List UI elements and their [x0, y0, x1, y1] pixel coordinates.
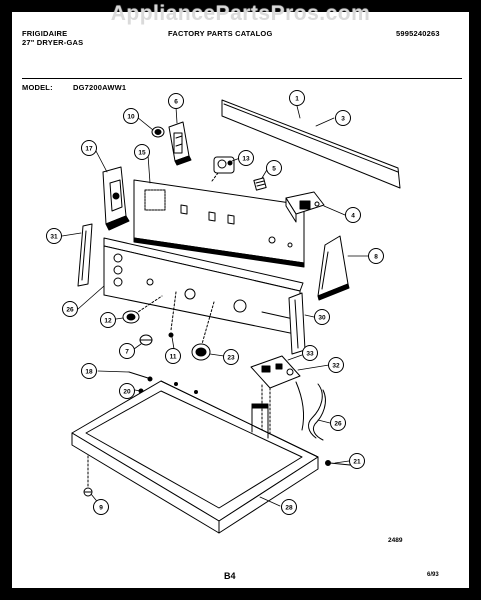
product-line: 27" DRYER-GAS [22, 38, 84, 47]
page-number: B4 [224, 571, 236, 581]
callout-label: 26 [66, 306, 74, 313]
leader-lines [61, 105, 369, 507]
callout-31: 31 [46, 228, 62, 244]
part-knob-23 [191, 343, 211, 361]
catalog-title: FACTORY PARTS CATALOG [168, 29, 273, 38]
part-cap-7 [139, 334, 153, 346]
callout-label: 11 [170, 353, 177, 360]
callout-label: 9 [99, 504, 103, 511]
part-knob-10 [151, 126, 165, 138]
part-switch-5 [253, 177, 267, 191]
part-trim-30 [288, 292, 306, 355]
callout-label: 21 [353, 458, 361, 465]
callout-label: 5 [272, 165, 276, 172]
callout-20: 20 [119, 383, 135, 399]
part-console-26 [103, 237, 304, 345]
callout-label: 3 [341, 115, 345, 122]
model-number: DG7200AWW1 [73, 83, 127, 92]
watermark: AppliancePartsPros.com [110, 2, 371, 25]
callout-7: 7 [119, 343, 135, 359]
model-label: MODEL: [22, 83, 53, 92]
callout-28: 28 [281, 499, 297, 515]
callout-32: 32 [328, 357, 344, 373]
callout-label: 23 [227, 354, 235, 361]
callout-label: 17 [85, 145, 93, 152]
part-control-panel-15 [133, 179, 305, 268]
part-board-33-32 [250, 355, 301, 439]
callout-3: 3 [335, 110, 351, 126]
callout-5: 5 [266, 160, 282, 176]
revision-date: 6/93 [427, 572, 439, 578]
callout-label: 13 [242, 155, 250, 162]
part-component-13 [211, 156, 235, 182]
callout-4: 4 [345, 207, 361, 223]
callout-8: 8 [368, 248, 384, 264]
callout-label: 32 [332, 362, 340, 369]
header-divider [22, 78, 462, 79]
callout-label: 7 [125, 348, 129, 355]
callout-30: 30 [314, 309, 330, 325]
callout-label: 1 [295, 95, 299, 102]
callout-6: 6 [168, 93, 184, 109]
part-top-panel-28 [71, 380, 351, 534]
part-knob-12 [122, 310, 140, 324]
callout-label: 18 [85, 368, 93, 375]
callout-1: 1 [289, 90, 305, 106]
callout-9: 9 [93, 499, 109, 515]
part-bracket-6 [168, 121, 192, 166]
callout-33: 33 [302, 345, 318, 361]
callout-26: 26 [330, 415, 346, 431]
callout-label: 31 [50, 233, 58, 240]
callout-label: 15 [138, 149, 146, 156]
part-end-cap-8 [317, 235, 350, 301]
callout-label: 8 [374, 253, 378, 260]
brand-name: FRIGIDAIRE [22, 29, 68, 38]
callout-label: 28 [285, 504, 293, 511]
callout-21: 21 [349, 453, 365, 469]
callout-26: 26 [62, 301, 78, 317]
callout-10: 10 [123, 108, 139, 124]
part-top-cover-strip [221, 99, 401, 189]
part-wire-harness-26 [295, 381, 326, 441]
callout-18: 18 [81, 363, 97, 379]
callout-13: 13 [238, 150, 254, 166]
callout-17: 17 [81, 140, 97, 156]
catalog-number: 5995240263 [396, 29, 440, 38]
callout-label: 12 [104, 317, 112, 324]
callout-label: 6 [174, 98, 178, 105]
part-module-4 [285, 191, 325, 223]
part-end-cap-31 [77, 223, 93, 287]
callout-15: 15 [134, 144, 150, 160]
part-side-bracket-17 [102, 166, 130, 231]
callout-11: 11 [165, 348, 181, 364]
callout-label: 26 [334, 420, 342, 427]
diagram-number: 2489 [388, 537, 403, 544]
part-screw-9 [83, 487, 93, 497]
part-pin-11 [168, 332, 174, 338]
callout-label: 30 [318, 314, 326, 321]
callout-label: 4 [351, 212, 355, 219]
callout-23: 23 [223, 349, 239, 365]
callout-label: 10 [127, 113, 135, 120]
callout-label: 33 [306, 350, 314, 357]
callout-12: 12 [100, 312, 116, 328]
callout-label: 20 [123, 388, 131, 395]
